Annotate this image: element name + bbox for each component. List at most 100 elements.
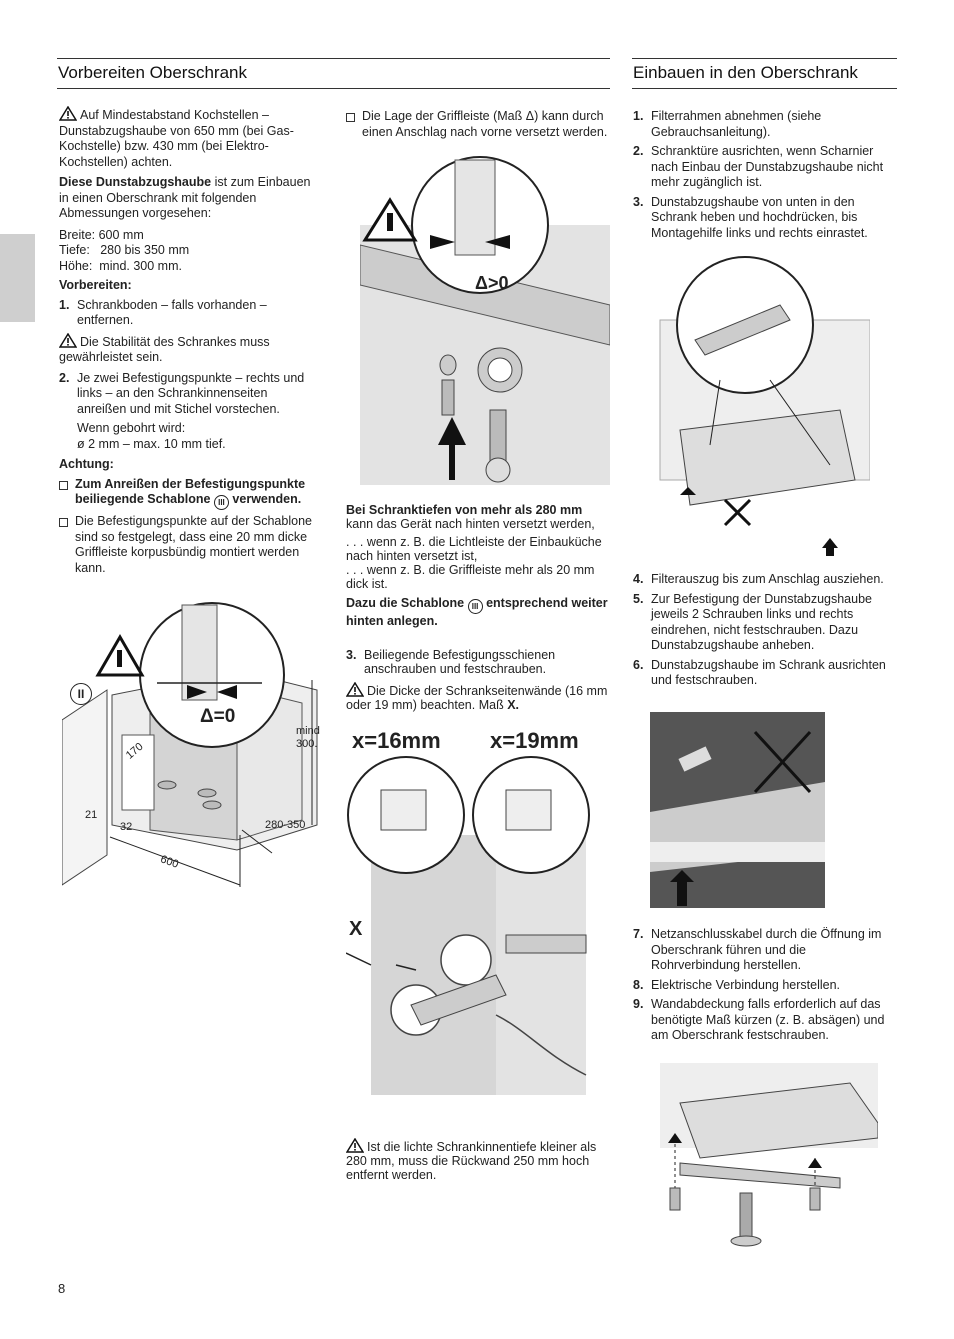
stability-warning: Die Stabilität des Schrankes muss gewähr… — [59, 332, 319, 366]
attention-bullet-2: Die Befestigungspunkte auf der Schablone… — [59, 514, 319, 576]
step-r2: 2.Schranktüre ausrichten, wenn Scharnier… — [633, 144, 895, 191]
dimension-width: Breite: 600 mm — [59, 227, 144, 242]
warning-icon — [59, 106, 77, 121]
step-text: Schrankboden – falls vorhanden – entfern… — [77, 297, 267, 328]
insert-hood-figure — [659, 256, 870, 556]
screw-hood-figure — [650, 712, 825, 908]
header-rule-bottom — [57, 88, 610, 89]
cabinet-figure — [62, 602, 318, 887]
checkbox-square — [59, 518, 68, 527]
thickness-x: X. — [507, 698, 520, 712]
template-mark-ii: II — [70, 683, 92, 705]
attention-text-a: Zum Anreißen der Befestigungspunkte beil… — [75, 476, 306, 507]
drill-spec: ø 2 mm – max. 10 mm tief. — [77, 436, 226, 451]
step-text: Netzanschlusskabel durch die Öffnung im … — [651, 927, 882, 972]
wall-cover-figure — [660, 1063, 878, 1247]
dim-300: 300. — [296, 738, 318, 750]
thickness-warning: Die Dicke der Schrankseitenwände (16 mm … — [346, 682, 608, 712]
label-x19: x=19mm — [490, 728, 579, 753]
rail-figure — [346, 756, 590, 1095]
dim-21: 21 — [85, 809, 98, 821]
step-number: 3. — [346, 648, 357, 662]
step-2: 2. Je zwei Befestigungspunkte – rechts un… — [59, 371, 319, 418]
step-text: Je zwei Befestigungspunkte – rechts und … — [77, 370, 305, 416]
warning-icon — [59, 332, 77, 348]
header-rule-top-right — [632, 58, 897, 59]
step-1: 1. Schrankboden – falls vorhanden – entfe… — [59, 298, 319, 329]
step-r9: 9. Wandabdeckung falls erforderlich auf d… — [633, 997, 895, 1044]
middle-column-text: Bei Schranktiefen von mehr als 280 mm ka… — [346, 503, 608, 715]
warning-paragraph: Auf Mindestabstand Kochstellen – Dunstab… — [59, 106, 319, 170]
drill-note: Wenn gebohrt wird: — [77, 421, 186, 435]
label-x16: x=16mm — [352, 728, 441, 753]
left-column: Auf Mindestabstand Kochstellen – Dunstab… — [59, 106, 319, 580]
delta-gt0-label: Δ>0 — [475, 273, 509, 293]
step-text: Dunstabzugshaube im Schrank ausrichten u… — [651, 657, 886, 688]
step-text: Elektrische Verbindung herstellen. — [651, 977, 841, 992]
intro-bold: Diese Dunstabzugshaube — [59, 175, 212, 189]
template-text-b: entsprechend weiter hinten anlegen. — [346, 596, 608, 628]
warning-text: Auf Mindestabstand Kochstellen – Dunstab… — [59, 108, 294, 169]
depth-warning-text: Ist die lichte Schrankinnentiefe kleiner… — [346, 1140, 597, 1182]
dim-mind: mind — [296, 725, 320, 737]
section-tab — [0, 234, 35, 322]
step-number: 1. — [59, 297, 70, 312]
header-rule-top — [57, 58, 610, 59]
step-r7: 7. Netzanschlusskabel durch die Öffnung i… — [633, 927, 895, 974]
step-r3: 3. Dunstabzugshaube von unten in den Schr… — [633, 195, 895, 242]
right-column-top: 1.Filterrahmen abnehmen (siehe Gebrauchs… — [633, 109, 895, 245]
attention-text-b: verwenden. — [232, 492, 302, 506]
step-text: Beiliegende Befestigungsschienen anschra… — [364, 648, 556, 676]
step-number: 2. — [59, 370, 70, 385]
depth-warning: Ist die lichte Schrankinnentiefe kleiner… — [346, 1138, 608, 1185]
offset-figure — [360, 156, 610, 485]
depth-text: kann das Gerät nach hinten versetzt werd… — [346, 517, 595, 531]
step-number: 1. — [633, 109, 644, 123]
reason-2: . . . wenn z. B. die Griffleiste mehr al… — [346, 563, 595, 591]
attention-heading: Achtung: — [59, 457, 114, 471]
attention-bullet-1: Zum Anreißen der Befestigungspunkte beil… — [59, 476, 319, 510]
right-column-bottom: 7. Netzanschlusskabel durch die Öffnung i… — [633, 927, 895, 1048]
label-x: X — [349, 918, 363, 940]
depth-bold: Bei Schranktiefen von mehr als 280 mm — [346, 503, 583, 517]
step-number: 7. — [633, 927, 644, 941]
intro-text: ist zum Einbauen in einen Oberschrank mi… — [59, 175, 311, 220]
bullet-text: Die Lage der Griffleiste (Maß Δ) kann du… — [362, 109, 608, 139]
step-number: 5. — [633, 591, 644, 606]
step-text: Dunstabzugshaube von unten in den Schran… — [651, 194, 868, 240]
step-number: 9. — [633, 997, 644, 1011]
section-title-right: Einbauen in den Oberschrank — [633, 63, 858, 82]
template-text-a: Dazu die Schablone — [346, 596, 465, 610]
step-text: Wandabdeckung falls erforderlich auf das… — [651, 997, 885, 1042]
dimension-depth: Tiefe: 280 bis 350 mm — [59, 243, 190, 257]
dim-32: 32 — [120, 821, 133, 833]
stability-text: Die Stabilität des Schrankes muss gewähr… — [59, 334, 270, 365]
step-r6: 6. Dunstabzugshaube im Schrank ausrichten… — [633, 658, 895, 689]
header-rule-bottom-right — [632, 88, 897, 89]
step-number: 8. — [633, 977, 644, 992]
checkbox-square — [346, 113, 355, 122]
middle-column-top: Die Lage der Griffleiste (Maß Δ) kann du… — [346, 109, 608, 144]
template-mark-icon: III — [213, 495, 229, 510]
warning-icon — [346, 682, 364, 697]
template-mark-icon: III — [467, 599, 483, 614]
step-number: 3. — [633, 194, 644, 209]
attention-text: Die Befestigungspunkte auf der Schablone… — [75, 514, 312, 575]
dimension-height: Höhe: mind. 300 mm. — [59, 258, 182, 273]
step-r5: 5. Zur Befestigung der Dunstabzugshaube j… — [633, 592, 895, 654]
thickness-text: Die Dicke der Schrankseitenwände (16 mm … — [346, 684, 608, 712]
delta-zero-label: Δ=0 — [200, 706, 236, 727]
step-text: Zur Befestigung der Dunstabzugshaube jew… — [651, 591, 872, 653]
step-r8: 8. Elektrische Verbindung herstellen. — [633, 978, 895, 994]
section-title-left: Vorbereiten Oberschrank — [58, 63, 247, 82]
checkbox-square — [59, 480, 68, 490]
right-column-mid: 4.Filterauszug bis zum Anschlag ausziehe… — [633, 572, 895, 693]
page-number: 8 — [58, 1281, 66, 1296]
step-r1: 1.Filterrahmen abnehmen (siehe Gebrauchs… — [633, 109, 895, 140]
prep-heading: Vorbereiten: — [59, 278, 132, 292]
intro-paragraph: Diese Dunstabzugshaube ist zum Einbauen … — [59, 175, 319, 222]
step-number: 6. — [633, 657, 644, 672]
warning-icon — [346, 1138, 364, 1153]
step-r4: 4.Filterauszug bis zum Anschlag ausziehe… — [633, 572, 895, 588]
step-number: 4. — [633, 572, 644, 586]
